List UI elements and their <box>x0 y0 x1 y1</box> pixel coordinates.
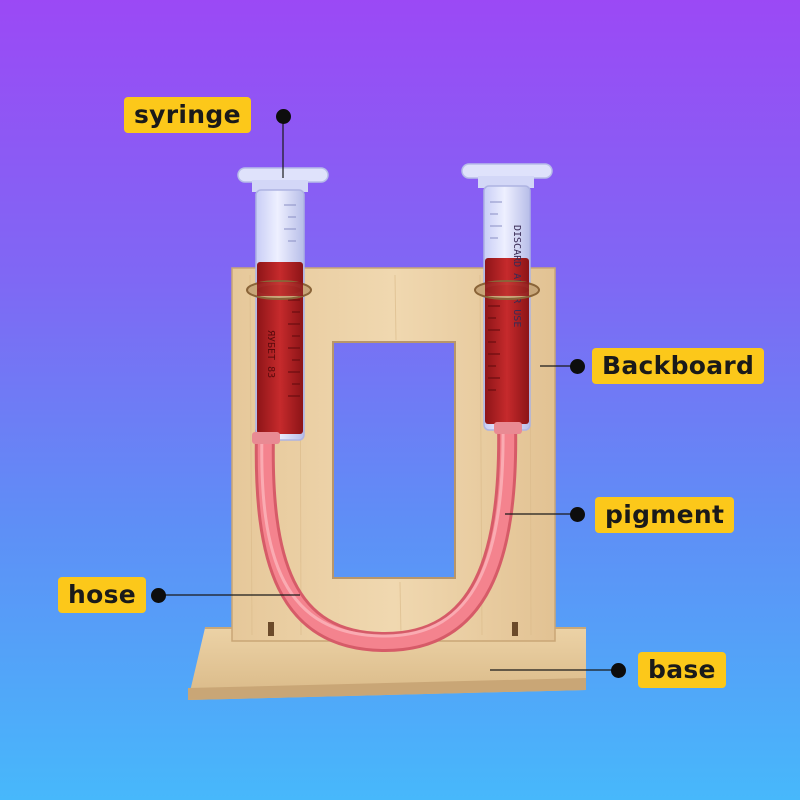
left-syringe-marking: ЯУБЕТ 83 <box>265 330 276 378</box>
hose-pointer-dot <box>151 588 166 603</box>
base-label: base <box>638 652 726 688</box>
right-syringe: DISCARD AFTER USE <box>461 163 553 434</box>
backboard-label: Backboard <box>592 348 765 384</box>
leader-lines <box>159 117 618 671</box>
hose-label: hose <box>58 577 147 613</box>
syringe-label: syringe <box>124 97 251 133</box>
syringe-pointer-dot <box>276 109 291 124</box>
hose-tube <box>254 412 518 653</box>
pigment-pointer-dot <box>570 507 585 522</box>
backboard-pointer-dot <box>570 359 585 374</box>
base-pointer-dot <box>611 663 626 678</box>
pigment-label: pigment <box>595 497 735 533</box>
left-syringe: ЯУБЕТ 83 <box>237 167 329 444</box>
right-syringe-marking: DISCARD AFTER USE <box>511 225 522 327</box>
